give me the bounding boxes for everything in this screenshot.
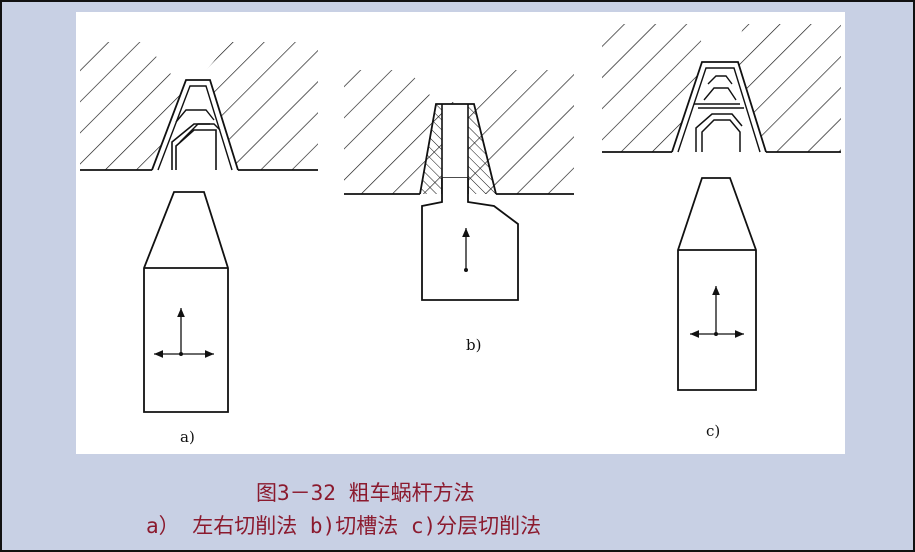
panel-b-label: b) [466,336,482,354]
panel-a-label: a) [180,428,195,446]
workpiece-c [602,24,841,152]
cutting-tool-c [677,177,757,391]
panel-a [80,42,318,413]
cutting-tool-b [421,178,519,301]
figure-caption-subtitle: a） 左右切削法 b)切槽法 c)分层切削法 [146,514,542,538]
panel-c [602,24,841,391]
workpiece-a [80,42,318,170]
worm-cutting-figure: a) b) c) [76,12,845,454]
figure-caption-title: 图3－32 粗车蜗杆方法 [256,481,475,505]
panel-c-label: c) [706,422,721,440]
cutting-tool-a [143,191,229,413]
panel-b [344,70,574,301]
figure-drawing [80,24,841,413]
